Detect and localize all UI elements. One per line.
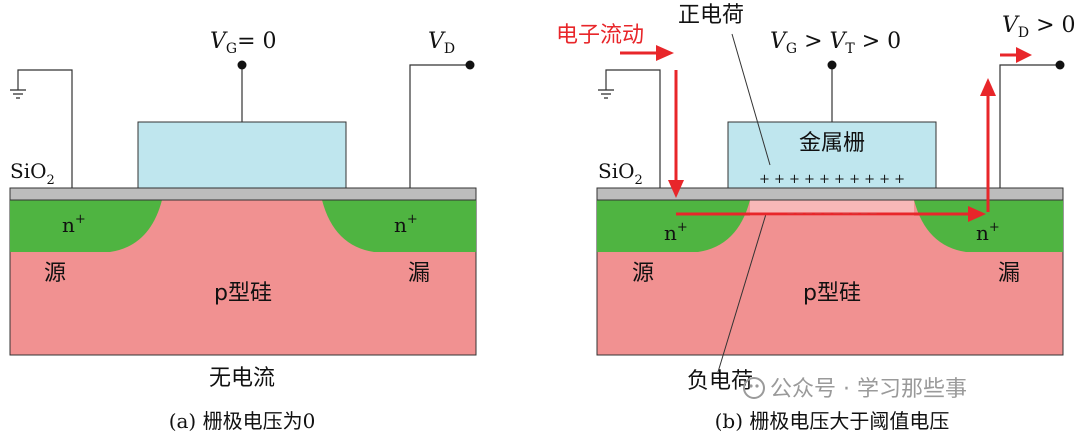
drain-wire [999,64,1060,188]
source-wire [605,69,661,188]
watermark-text: 公众号 · 学习那些事 [770,377,967,402]
current-label: 无电流 [209,366,275,391]
wechat-icon [743,377,765,399]
negative-charge-leader [717,213,767,373]
electron-flow-label: 电子流动 [556,23,644,48]
n-plus-source-label: n+ [62,212,86,237]
watermark: 公众号 · 学习那些事 [743,377,967,402]
negative-charge-label: 负电荷 [687,369,753,394]
caption-a: (a) 栅极电压为0 [169,409,316,433]
oxide-label: SiO2 [598,159,643,188]
n-plus-drain-label: n+ [394,212,418,237]
gate-voltage-label: VG > VT > 0 [770,29,901,57]
gate-terminal [237,60,247,70]
negative-charge-row: — — — — — — — — — — [787,209,877,217]
drain-voltage-label: VD > 0 [1002,13,1076,41]
drain-label: 漏 [408,261,430,286]
gate-voltage-label: VG= 0 [210,29,277,57]
source-label: 源 [632,261,654,286]
panel-a: VG= 0 VD SiO2 n+ n+ 源 漏 p型硅 无电流 (a) 栅极电压… [9,29,477,433]
panel-b: 电子流动 正电荷 VG > VT > 0 VD > 0 金属栅 + + + + … [556,3,1076,433]
caption-b: (b) 栅极电压大于阈值电压 [715,409,950,433]
source-wire [17,69,73,188]
substrate-label: p型硅 [214,281,272,306]
drain-terminal [1055,60,1065,70]
oxide-label: SiO2 [10,159,55,188]
ground-icon [598,89,614,99]
source-label: 源 [44,261,66,286]
positive-charge-row: + + + + + + + + + + [759,172,905,187]
metal-gate-block [727,121,937,189]
metal-gate-label: 金属栅 [799,131,865,156]
n-plus-drain-label: n+ [976,220,1000,245]
oxide-layer [9,187,477,201]
ground-icon [10,89,26,99]
n-plus-source-label: n+ [664,220,688,245]
positive-charge-label: 正电荷 [678,3,744,28]
positive-charge-leader [731,33,771,166]
gate-terminal [827,60,837,70]
drain-terminal [465,60,475,70]
drain-wire [409,64,470,188]
n-source-region [10,200,162,252]
inversion-channel [750,200,914,216]
n-drain-region [322,200,476,252]
drain-label: 漏 [998,261,1020,286]
drain-voltage-label: VD [428,29,455,57]
substrate-label: p型硅 [803,281,861,306]
oxide-layer [596,187,1064,201]
gate-block [137,121,347,189]
electron-flow-path [620,45,1032,222]
